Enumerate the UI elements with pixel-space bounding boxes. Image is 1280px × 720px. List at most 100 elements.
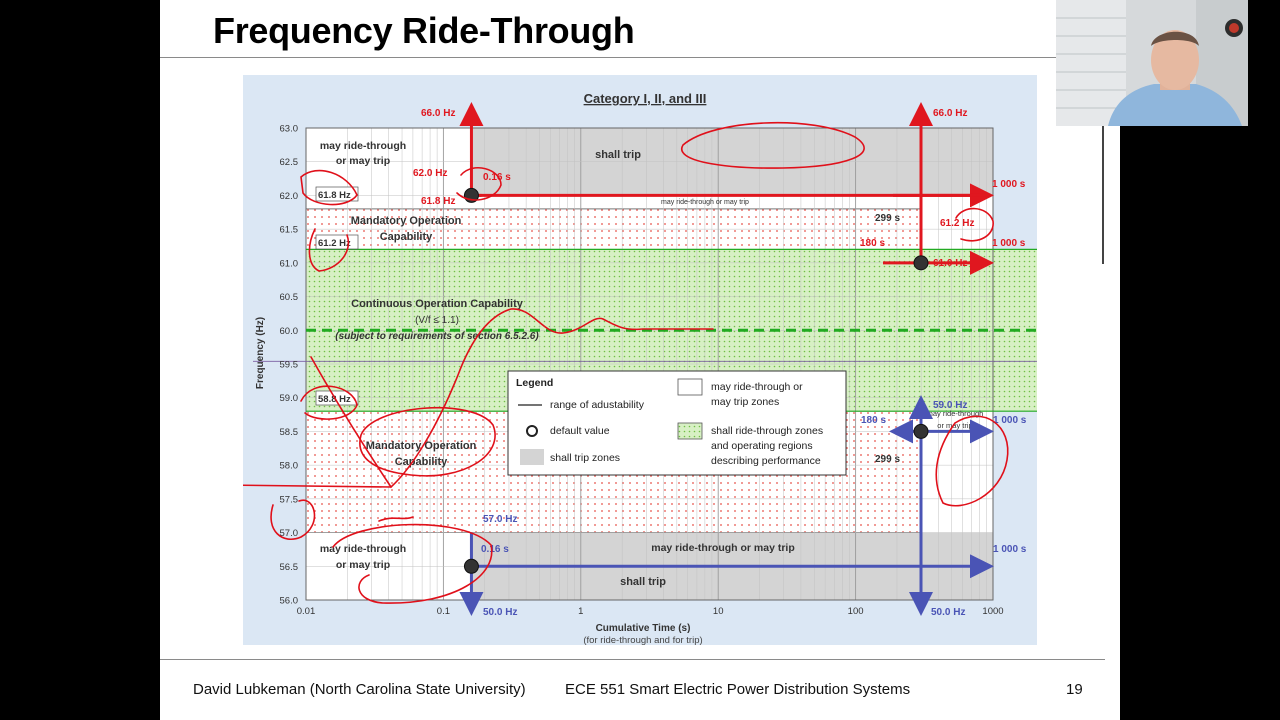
y-tick-label: 58.5 — [280, 427, 299, 438]
label-66hz-left: 66.0 Hz — [421, 108, 455, 119]
continuous-label: Continuous Operation Capability — [351, 298, 524, 310]
may-trip-lower-label-2: or may trip — [336, 559, 390, 571]
y-tick-label: 59.5 — [280, 360, 299, 371]
x-tick-label: 0.1 — [437, 606, 450, 617]
label-62hz: 62.0 Hz — [413, 168, 447, 179]
legend-item-ride-through-2: and operating regions — [711, 440, 813, 452]
mandatory-lower-label: Mandatory Operation — [366, 440, 477, 452]
legend-item-may-trip: may ride-through or — [711, 381, 803, 393]
hz-box-hz_618_box — [315, 186, 359, 202]
plot-frame — [305, 127, 994, 601]
ink-annotation-3 — [300, 169, 358, 206]
label-180s-lower: 180 s — [861, 415, 886, 426]
y-tick-label: 58.0 — [280, 461, 299, 472]
x-axis-note: (for ride-through and for trip) — [583, 635, 702, 645]
hz-box-label: 58.8 Hz — [318, 394, 351, 405]
legend-item-range: range of adustability — [550, 399, 645, 411]
y-tick-label: 56.5 — [280, 562, 299, 573]
y-tick-label: 60.0 — [280, 326, 299, 337]
legend-shall-trip-swatch — [520, 449, 544, 465]
ink-annotation-2 — [243, 484, 392, 488]
title-divider — [160, 57, 1105, 58]
legend-may-trip-swatch — [677, 378, 703, 396]
label-1000s-a: 1 000 s — [992, 179, 1026, 190]
may-trip-mid-label: may ride-through or may trip — [651, 542, 795, 554]
may-trip-small-lower-2: or may trip — [937, 421, 972, 430]
mandatory-upper-label: Mandatory Operation — [351, 215, 462, 227]
label-59hz: 59.0 Hz — [933, 400, 967, 411]
y-tick-label: 57.5 — [280, 494, 299, 505]
label-1000s-d: 1 000 s — [993, 544, 1027, 555]
ink-annotation-1 — [310, 308, 714, 489]
label-61-2hz: 61.2 Hz — [940, 218, 974, 229]
x-tick-label: 1 — [578, 606, 583, 617]
may-trip-lower-label: may ride-through — [320, 543, 406, 555]
label-299s-lower: 299 s — [875, 454, 900, 465]
y-tick-label: 57.0 — [280, 528, 299, 539]
ink-annotation-7 — [270, 499, 316, 540]
window-edge — [1102, 126, 1104, 264]
hz-box-label: 61.2 Hz — [318, 238, 351, 249]
label-50hz-right: 50.0 Hz — [931, 607, 965, 618]
legend-item-ride-through: shall ride-through zones — [711, 425, 823, 437]
may-trip-small-lower: may ride-through — [927, 409, 984, 418]
x-tick-label: 100 — [848, 606, 864, 617]
label-180s-upper: 180 s — [860, 238, 885, 249]
presenter-webcam — [1056, 0, 1248, 126]
may-trip-small-upper: may ride-through or may trip — [661, 199, 749, 206]
ink-annotation-6 — [359, 407, 496, 477]
x-tick-label: 0.01 — [297, 606, 316, 617]
label-0-16s-lower: 0.16 s — [481, 544, 509, 555]
hz-box-hz_588_box — [315, 390, 359, 406]
y-tick-label: 61.5 — [280, 225, 299, 236]
legend-box — [507, 370, 847, 476]
legend-title: Legend — [516, 377, 553, 389]
chart-title: Category I, II, and III — [584, 91, 707, 106]
hz-box-label: 61.8 Hz — [318, 190, 351, 201]
continuous-sublabel-2: (subject to requirements of section 6.5.… — [335, 331, 539, 342]
ink-annotation-11 — [955, 207, 994, 242]
label-299s-upper: 299 s — [875, 213, 900, 224]
legend-item-ride-through-3: describing performance — [711, 455, 821, 467]
shall-trip-lower-label: shall trip — [620, 576, 666, 588]
legend-item-default: default value — [550, 425, 610, 437]
x-tick-label: 1000 — [982, 606, 1003, 617]
default-point-upper-right — [913, 255, 929, 271]
y-axis-label: Frequency (Hz) — [255, 317, 266, 389]
label-66hz-right: 66.0 Hz — [933, 108, 967, 119]
ink-annotation-8 — [332, 523, 493, 604]
default-point-lower-left — [463, 558, 479, 574]
default-point-lower-right — [913, 423, 929, 439]
legend-item-may-trip-2: may trip zones — [711, 396, 779, 408]
page-number: 19 — [1066, 681, 1083, 698]
ink-annotation-9 — [456, 166, 502, 201]
slide-title: Frequency Ride-Through — [213, 10, 635, 51]
continuous-sublabel-1: (V/f ≤ 1.1) — [415, 315, 459, 326]
may-trip-upper-label: may ride-through — [320, 140, 406, 152]
legend-default-symbol — [526, 425, 538, 437]
ink-annotation-12 — [378, 516, 414, 522]
label-57hz: 57.0 Hz — [483, 514, 517, 525]
y-tick-label: 59.0 — [280, 393, 299, 404]
x-tick-label: 10 — [713, 606, 724, 617]
footer-divider — [160, 659, 1105, 660]
legend-ride-through-swatch — [677, 422, 703, 440]
y-tick-label: 61.0 — [280, 258, 299, 269]
mandatory-lower-label-2: Capability — [395, 456, 448, 468]
x-axis-label: Cumulative Time (s) — [596, 623, 691, 634]
ink-annotation-5 — [300, 385, 358, 420]
ink-annotation-0 — [680, 121, 865, 169]
label-61-8hz: 61.8 Hz — [421, 196, 455, 207]
ink-annotation-4 — [308, 228, 350, 272]
presenter-video-frame — [1056, 0, 1248, 126]
label-50hz-left: 50.0 Hz — [483, 607, 517, 618]
label-61-0hz: 61.0 Hz — [933, 258, 967, 269]
footer-author: David Lubkeman (North Carolina State Uni… — [193, 681, 526, 698]
y-tick-label: 60.5 — [280, 292, 299, 303]
shall-trip-upper-label: shall trip — [595, 149, 641, 161]
y-tick-label: 56.0 — [280, 596, 299, 607]
label-0-16s-upper: 0.16 s — [483, 172, 511, 183]
chart-svg: 63.062.562.061.561.060.560.059.559.058.5… — [243, 91, 1037, 645]
